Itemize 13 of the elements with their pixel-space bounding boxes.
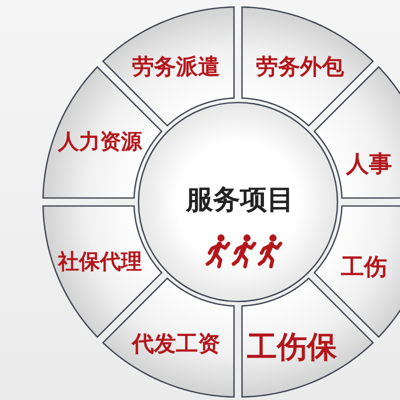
segment-label: 代发工资 bbox=[132, 334, 220, 356]
center-title: 服务项目 bbox=[186, 186, 294, 214]
segment-label: 工伤 bbox=[341, 256, 387, 280]
segment-label: 人事 bbox=[346, 154, 392, 176]
segment-label: 人力资源 bbox=[58, 132, 142, 152]
ring-segment bbox=[240, 277, 375, 398]
ring-segment bbox=[101, 277, 235, 398]
ring-segment bbox=[241, 6, 375, 127]
segment-label: 劳务外包 bbox=[256, 57, 344, 79]
segment-label: 劳务派遣 bbox=[132, 57, 220, 79]
segment-label: 工伤保 bbox=[247, 333, 337, 363]
ring-segment bbox=[101, 6, 235, 127]
segment-label: 社保代理 bbox=[58, 252, 142, 272]
